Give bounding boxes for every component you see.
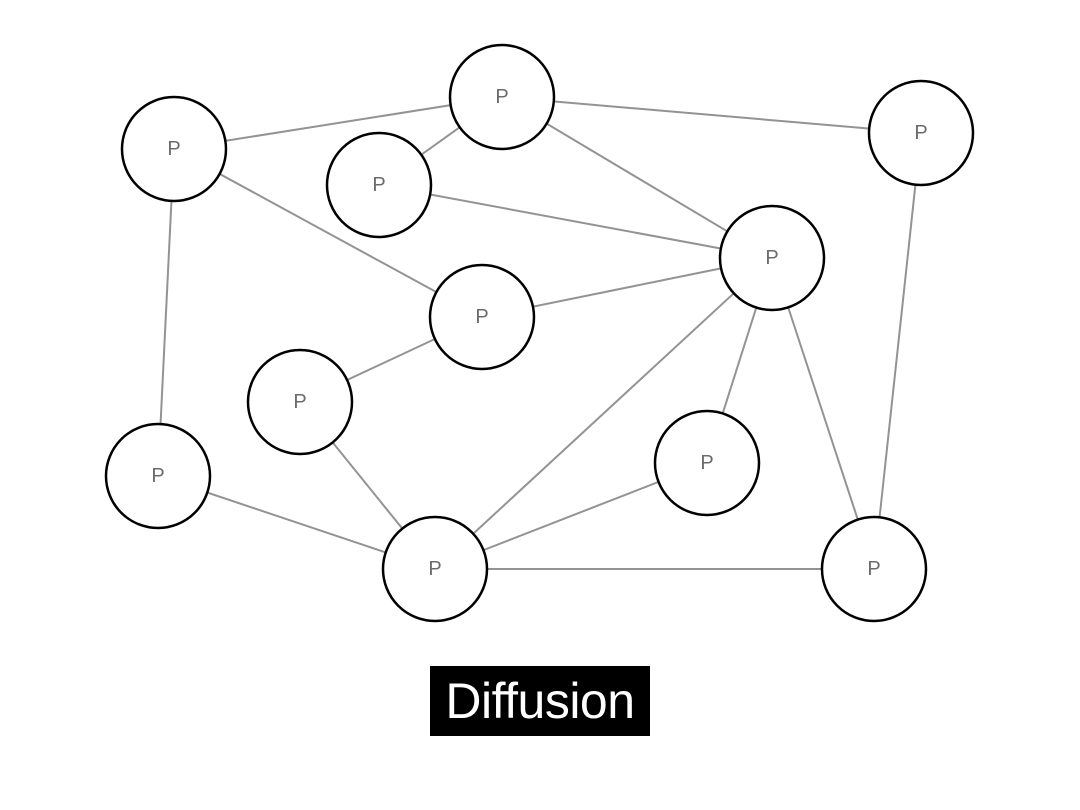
node-circle <box>448 43 556 151</box>
node-n5: P <box>718 204 826 312</box>
node-circle <box>104 422 212 530</box>
node-label: P <box>293 391 306 413</box>
node-label: P <box>914 122 927 144</box>
node-label: P <box>765 247 778 269</box>
node-n1: P <box>120 95 228 203</box>
node-n4: P <box>867 79 975 187</box>
node-circle <box>653 409 761 517</box>
node-n10: P <box>381 515 489 623</box>
node-label: P <box>475 306 488 328</box>
node-label: P <box>167 138 180 160</box>
node-label: P <box>151 465 164 487</box>
edge-n3-n5 <box>378 184 773 259</box>
node-label: P <box>700 452 713 474</box>
diagram-caption: Diffusion <box>430 666 650 736</box>
edge-n5-n12 <box>771 257 875 570</box>
edge-n1-n6 <box>173 148 483 318</box>
node-n2: P <box>448 43 556 151</box>
node-circle <box>120 95 228 203</box>
node-circle <box>325 131 433 239</box>
node-label: P <box>867 558 880 580</box>
edges-layer <box>157 96 922 570</box>
node-circle <box>820 515 928 623</box>
node-n12: P <box>820 515 928 623</box>
node-circle <box>381 515 489 623</box>
node-circle <box>246 348 354 456</box>
nodes-layer: P P P P P P P P P P P <box>104 43 975 623</box>
edge-n1-n2 <box>173 96 503 150</box>
edge-n1-n9 <box>157 148 175 477</box>
node-n7: P <box>246 348 354 456</box>
edge-n5-n10 <box>434 257 773 570</box>
node-label: P <box>495 86 508 108</box>
node-n6: P <box>428 263 536 371</box>
edge-n4-n12 <box>873 132 922 570</box>
node-n9: P <box>104 422 212 530</box>
node-n3: P <box>325 131 433 239</box>
node-label: P <box>372 174 385 196</box>
node-circle <box>428 263 536 371</box>
node-n8: P <box>653 409 761 517</box>
node-circle <box>867 79 975 187</box>
node-label: P <box>428 558 441 580</box>
node-circle <box>718 204 826 312</box>
edge-n2-n4 <box>501 96 922 134</box>
